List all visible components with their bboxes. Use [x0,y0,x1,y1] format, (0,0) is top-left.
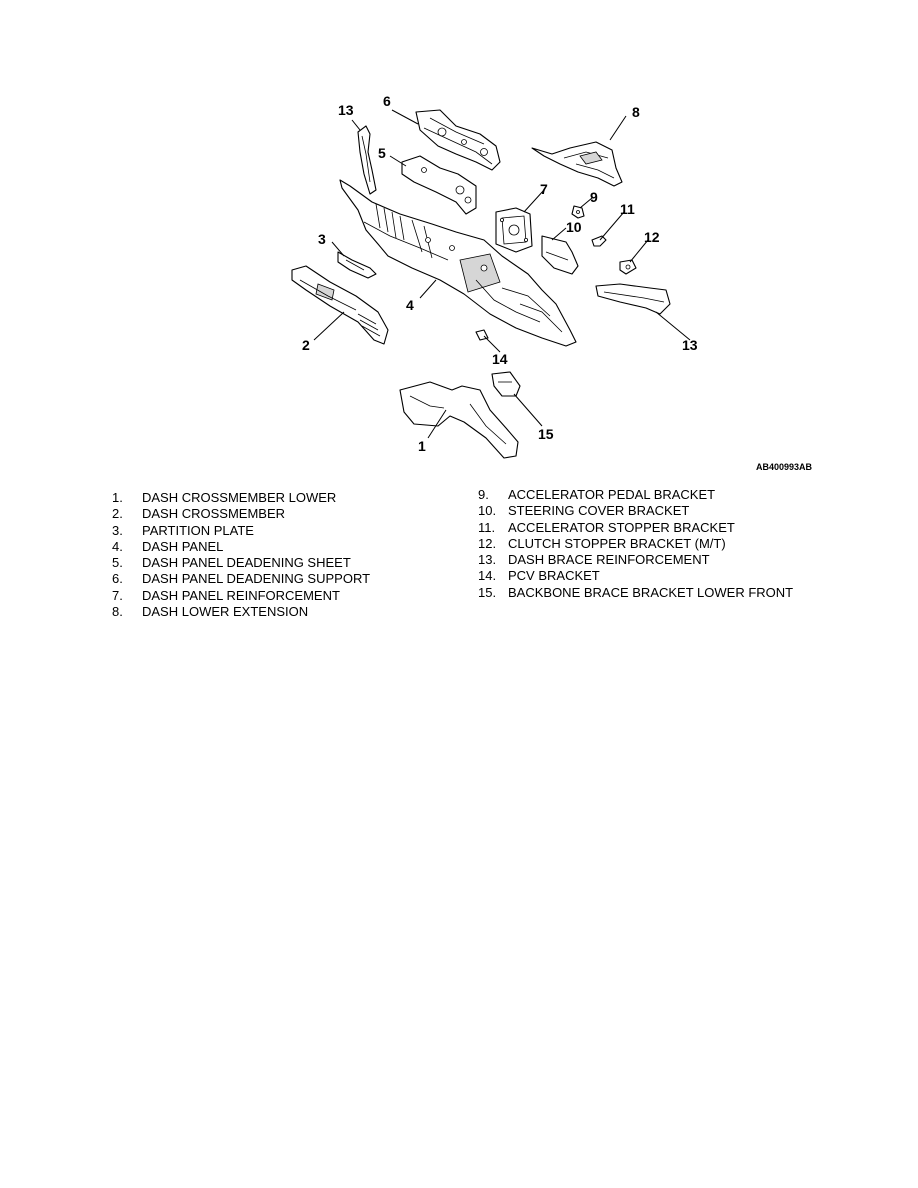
leader-line [391,109,419,125]
legend-number: 2. [112,506,123,522]
leader-line [351,119,361,131]
part-dash-crossmember [291,265,389,345]
leader-line [599,211,625,241]
legend-number: 1. [112,490,123,505]
legend-number: 15. [478,584,497,600]
legend-number: 14. [478,568,497,584]
callout-number: 15 [538,426,554,442]
legend-label: DASH PANEL DEADENING SUPPORT [142,571,371,587]
legend-item: 8. DASH LOWER EXTENSION [112,604,370,620]
exploded-parts-diagram: 13 6 8 5 7 9 11 10 3 12 4 2 13 14 15 1 A… [280,90,820,480]
callout-number: 7 [540,181,548,197]
callout-number: 1 [418,438,426,454]
leader-line [331,241,345,257]
legend-number: 4. [112,538,123,554]
part-steering-cover-bracket [541,235,579,275]
legend-label: DASH CROSSMEMBER LOWER [142,490,337,505]
callout-number: 2 [302,337,310,353]
legend-item: 6. DASH PANEL DEADENING SUPPORT [112,571,370,587]
callout-number: 11 [620,201,635,217]
leader-line [483,335,501,353]
legend-number: 9. [478,487,489,502]
part-dash-brace-reinforcement-lower [595,283,671,315]
leader-line [655,311,691,341]
parts-legend-right: 9. ACCELERATOR PEDAL BRACKET 10. STEERING … [478,487,793,601]
legend-number: 3. [112,522,123,538]
legend-label: PARTITION PLATE [142,522,254,538]
legend-label: DASH PANEL [142,538,224,554]
callout-number: 10 [566,219,582,235]
callout-number: 6 [383,93,391,109]
legend-item: 10. STEERING COVER BRACKET [478,503,793,519]
leader-line [629,239,649,263]
part-deadening-sheet [401,155,477,215]
callout-number: 5 [378,145,386,161]
figure-id: AB400993AB [756,462,813,472]
legend-label: DASH PANEL DEADENING SHEET [142,555,351,571]
part-clutch-stopper-bracket [619,259,637,275]
part-dash-crossmember-lower [399,381,519,459]
legend-label: PCV BRACKET [508,568,600,584]
part-dash-panel-reinforcement [495,207,533,253]
legend-number: 5. [112,555,123,571]
legend-label: DASH BRACE REINFORCEMENT [508,552,710,568]
legend-item: 14. PCV BRACKET [478,568,793,584]
legend-item: 12. CLUTCH STOPPER BRACKET (M/T) [478,536,793,552]
legend-number: 8. [112,604,123,620]
legend-label: CLUTCH STOPPER BRACKET (M/T) [508,535,726,551]
legend-item: 5. DASH PANEL DEADENING SHEET [112,555,370,571]
leader-line [513,393,543,427]
callout-number: 14 [492,351,508,367]
legend-item: 7. DASH PANEL REINFORCEMENT [112,588,370,604]
callout-number: 8 [632,104,640,120]
leader-line [427,409,447,439]
legend-item: 4. DASH PANEL [112,539,370,555]
part-accelerator-pedal-bracket [571,205,585,219]
callout-number: 12 [644,229,660,245]
leader-line [551,227,567,241]
legend-item: 9. ACCELERATOR PEDAL BRACKET [478,487,793,503]
legend-number: 11. [478,519,496,535]
callout-number: 13 [682,337,698,353]
legend-label: DASH LOWER EXTENSION [142,604,309,620]
legend-item: 13. DASH BRACE REINFORCEMENT [478,552,793,568]
callout-number: 13 [338,102,354,118]
legend-number: 13. [478,552,497,568]
leader-line [523,189,545,213]
legend-number: 6. [112,571,123,587]
legend-label: STEERING COVER BRACKET [508,503,690,519]
legend-label: ACCELERATOR PEDAL BRACKET [508,487,716,502]
legend-item: 11. ACCELERATOR STOPPER BRACKET [478,520,793,536]
leader-line [313,311,345,341]
legend-item: 1. DASH CROSSMEMBER LOWER [112,490,370,506]
leader-line [579,197,593,209]
part-partition-plate [337,251,377,279]
part-backbone-brace-bracket [491,371,521,397]
part-deadening-support [415,109,501,171]
callout-number: 4 [406,297,414,313]
legend-label: ACCELERATOR STOPPER BRACKET [508,519,735,535]
legend-item: 15. BACKBONE BRACE BRACKET LOWER FRONT [478,585,793,601]
callout-number: 3 [318,231,326,247]
callout-number: 9 [590,189,598,205]
part-dash-panel [339,179,577,347]
parts-legend-left: 1. DASH CROSSMEMBER LOWER 2. DASH CROSSMEM… [112,490,370,620]
legend-number: 7. [112,587,123,603]
part-accelerator-stopper-bracket [591,235,607,247]
leader-line [609,115,627,141]
legend-number: 10. [478,503,497,519]
part-dash-brace-reinforcement-upper [357,125,377,195]
legend-label: DASH PANEL REINFORCEMENT [142,587,340,603]
leader-line [389,155,407,167]
leader-line [419,279,437,299]
legend-label: BACKBONE BRACE BRACKET LOWER FRONT [508,584,794,600]
legend-label: DASH CROSSMEMBER [142,506,286,522]
part-dash-lower-extension [531,141,623,187]
legend-item: 2. DASH CROSSMEMBER [112,506,370,522]
legend-number: 12. [478,535,497,551]
legend-item: 3. PARTITION PLATE [112,523,370,539]
